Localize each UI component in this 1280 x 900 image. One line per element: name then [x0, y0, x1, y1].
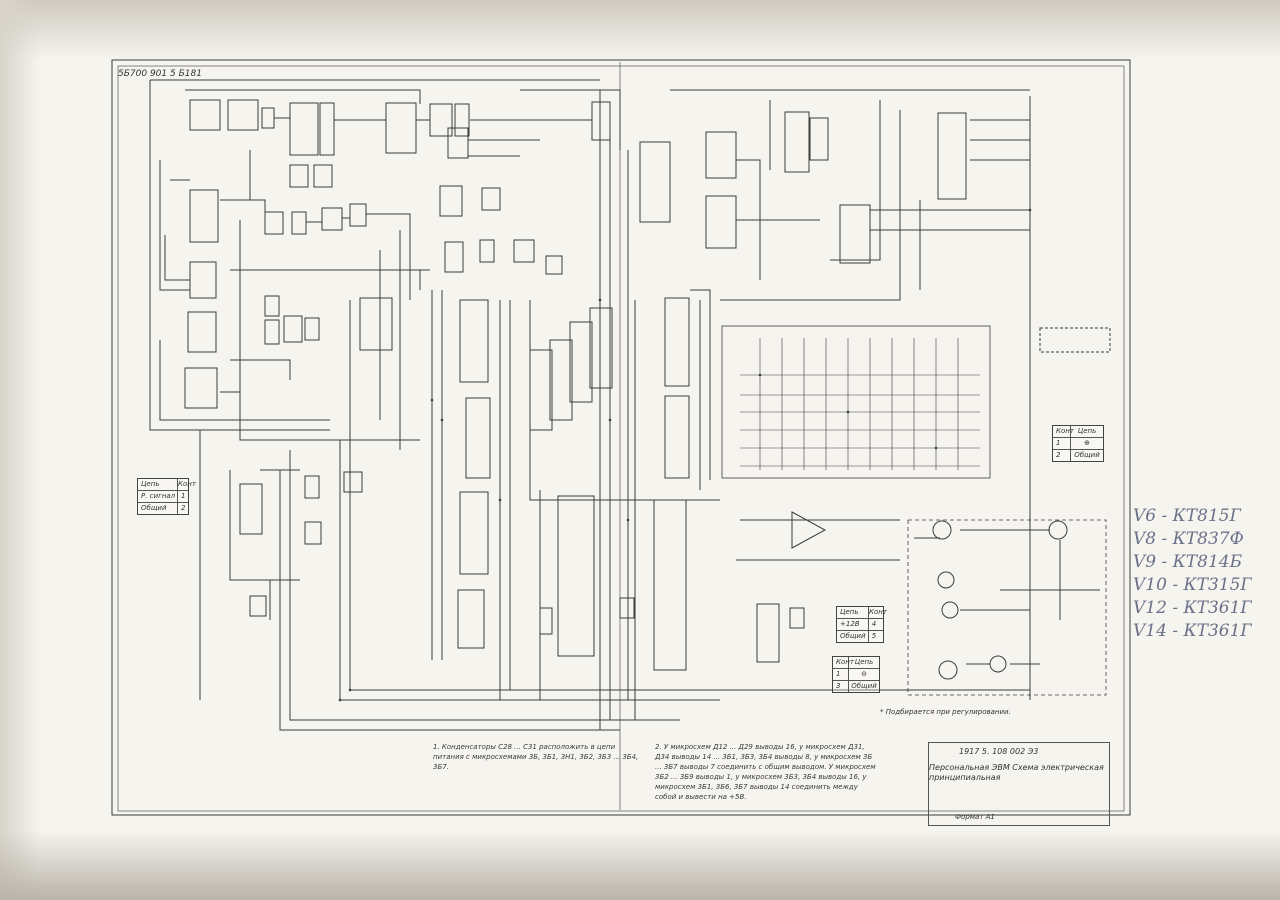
hand-line-3: V9 - КТ814Б	[1133, 552, 1243, 572]
x4-row-1-signal: ⊕	[1084, 439, 1090, 447]
sheet-code: 5Б700 901 5 Б181	[118, 69, 202, 79]
hand-line-5: V12 - КТ361Г	[1133, 598, 1252, 618]
doc-title: Персональная ЭВМ Схема электрическая при…	[929, 763, 1104, 782]
x4-header-contact: Конт	[1053, 426, 1074, 437]
x4-row-2-signal: Общий	[1074, 451, 1100, 459]
x1-row-1-signal: Р. сигнал	[138, 491, 179, 502]
note-capacitors: 1. Конденсаторы С28 ... С31 расположить …	[433, 743, 639, 771]
x3-row-1-contact: 1	[833, 669, 849, 680]
x2-header-signal: Цепь	[837, 607, 869, 618]
title-block: 1917 5. 108 002 Э3 Персональная ЭВМ Схем…	[928, 742, 1110, 826]
handwritten-transistor-list: V6 - КТ815Г V8 - КТ837Ф V9 - КТ814Б V10 …	[1133, 505, 1252, 643]
x1-row-2-signal: Общий	[138, 503, 179, 514]
x4-row-2-contact: 2	[1053, 450, 1071, 461]
hand-line-1: V6 - КТ815Г	[1133, 506, 1241, 526]
x3-row-1-signal: ⊖	[861, 670, 867, 678]
footnote-adjust: * Подбирается при регулировании.	[880, 708, 1011, 716]
x2-row-2-contact: 5	[871, 632, 877, 640]
hand-line-6: V14 - КТ361Г	[1133, 621, 1252, 641]
x3-header-signal: Цепь	[854, 658, 874, 666]
x2-row-2-signal: Общий	[837, 631, 869, 642]
x1-header-contact: Конт	[178, 480, 196, 488]
note-pin-connections: 2. У микросхем Д12 ... Д29 выводы 16, у …	[655, 743, 876, 801]
x2-row-1-signal: +12B	[837, 619, 869, 630]
hand-line-4: V10 - КТ315Г	[1133, 575, 1252, 595]
x3-row-2-signal: Общий	[851, 682, 877, 690]
x1-header-signal: Цепь	[138, 479, 178, 490]
x4-header-signal: Цепь	[1077, 427, 1097, 435]
sheet-frame	[111, 59, 1131, 816]
sheet-format: Формат А1	[955, 813, 995, 821]
x3-header-contact: Конт	[833, 657, 854, 668]
x3-row-2-contact: 3	[833, 681, 849, 692]
x2-header-contact: Конт	[869, 608, 887, 616]
x1-row-2-contact: 2	[180, 504, 186, 512]
scan-shadow	[0, 0, 40, 900]
x1-row-1-contact: 1	[180, 492, 186, 500]
hand-line-2: V8 - КТ837Ф	[1133, 529, 1244, 549]
doc-number: 1917 5. 108 002 Э3	[959, 747, 1039, 756]
x2-row-1-contact: 4	[871, 620, 877, 628]
x4-row-1-contact: 1	[1053, 438, 1071, 449]
